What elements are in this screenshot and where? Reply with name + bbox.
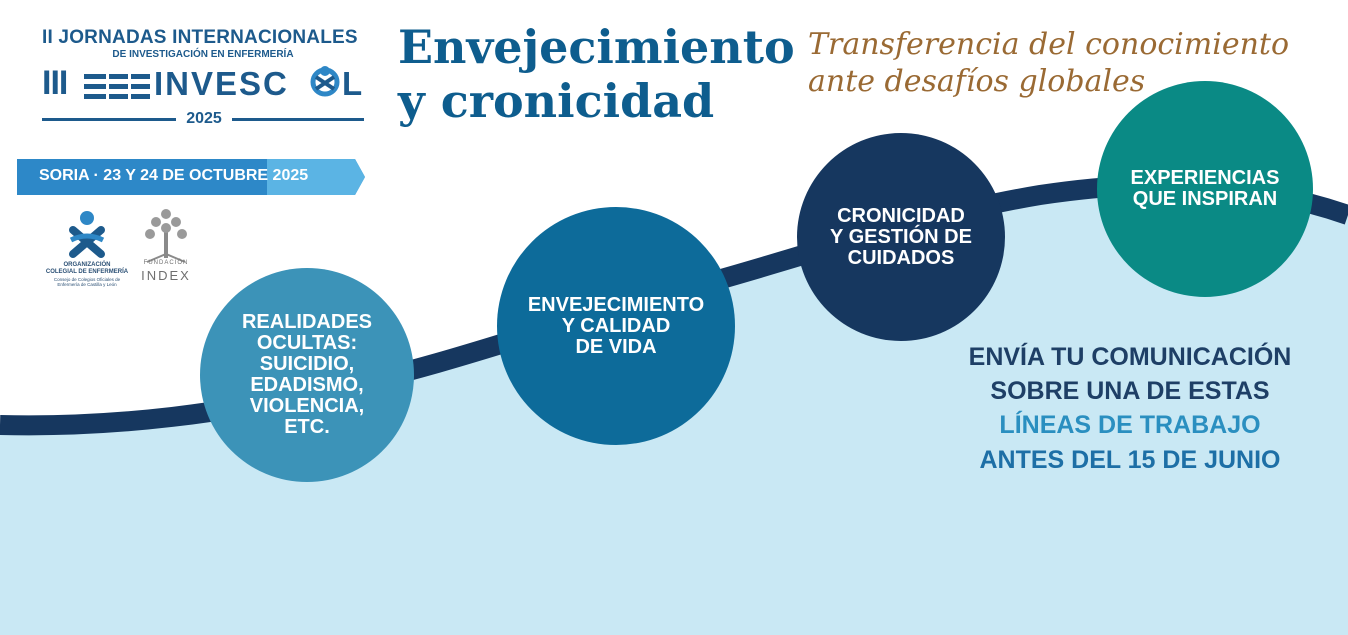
- brand-name-start: INVESC: [154, 65, 289, 102]
- topic-label: CRONICIDAD Y GESTIÓN DE CUIDADOS: [830, 204, 972, 269]
- foundation-label: FUNDACIÓN: [143, 260, 189, 266]
- event-subtitle: DE INVESTIGACIÓN EN ENFERMERÍA: [112, 49, 294, 60]
- topic-circle-aging-quality: ENVEJECIMIENTO Y CALIDAD DE VIDA: [497, 207, 735, 445]
- date-banner-shape: [17, 159, 365, 195]
- topic-circle-hidden-realities: REALIDADES OCULTAS: SUICIDIO, EDADISMO, …: [200, 268, 414, 482]
- cta-line3: LÍNEAS DE TRABAJO: [999, 411, 1261, 439]
- main-title-line2: y cronicidad: [398, 74, 715, 128]
- nursing-org-logo-icon: [69, 211, 105, 258]
- brand-name-end: L: [342, 65, 363, 102]
- cta-line4: ANTES DEL 15 DE JUNIO: [979, 446, 1281, 474]
- topic-circle-chronicity-care: CRONICIDAD Y GESTIÓN DE CUIDADOS: [797, 133, 1005, 341]
- cta-line1: ENVÍA TU COMUNICACIÓN: [968, 343, 1292, 371]
- cta-line2: SOBRE UNA DE ESTAS: [990, 377, 1270, 405]
- org-logo-line3: Consejo de Colegios Oficiales de: [53, 277, 121, 282]
- index-label: INDEX: [141, 268, 191, 283]
- org-logo-line4: Enfermería de Castilla y León: [57, 282, 117, 287]
- stripes-icon: [84, 72, 150, 102]
- event-edition-title: II JORNADAS INTERNACIONALES: [42, 27, 358, 48]
- date-banner: SORIA · 23 Y 24 DE OCTUBRE 2025: [39, 167, 309, 184]
- main-title: Envejecimiento y cronicidad: [398, 20, 795, 128]
- topic-label: REALIDADES OCULTAS: SUICIDIO, EDADISMO, …: [241, 311, 372, 438]
- subtitle: Transferencia del conocimiento ante desa…: [808, 26, 1289, 100]
- main-title-line1: Envejecimiento: [398, 20, 795, 74]
- org-logo-line2: COLEGIAL DE ENFERMERÍA: [45, 269, 129, 275]
- topic-label: EXPERIENCIAS QUE INSPIRAN: [1130, 167, 1280, 210]
- topic-circle-inspiring-experiences: EXPERIENCIAS QUE INSPIRAN: [1097, 81, 1313, 297]
- nurse-figure-icon: [310, 66, 340, 97]
- tree-icon: [145, 209, 187, 263]
- roman-numeral: III: [42, 64, 68, 102]
- subtitle-line2: ante desafíos globales: [808, 64, 1146, 99]
- topic-label: ENVEJECIMIENTO Y CALIDAD DE VIDA: [527, 293, 705, 358]
- subtitle-line1: Transferencia del conocimiento: [808, 27, 1290, 62]
- event-year: 2025: [176, 110, 232, 128]
- org-logo-line1: ORGANIZACIÓN: [63, 262, 111, 268]
